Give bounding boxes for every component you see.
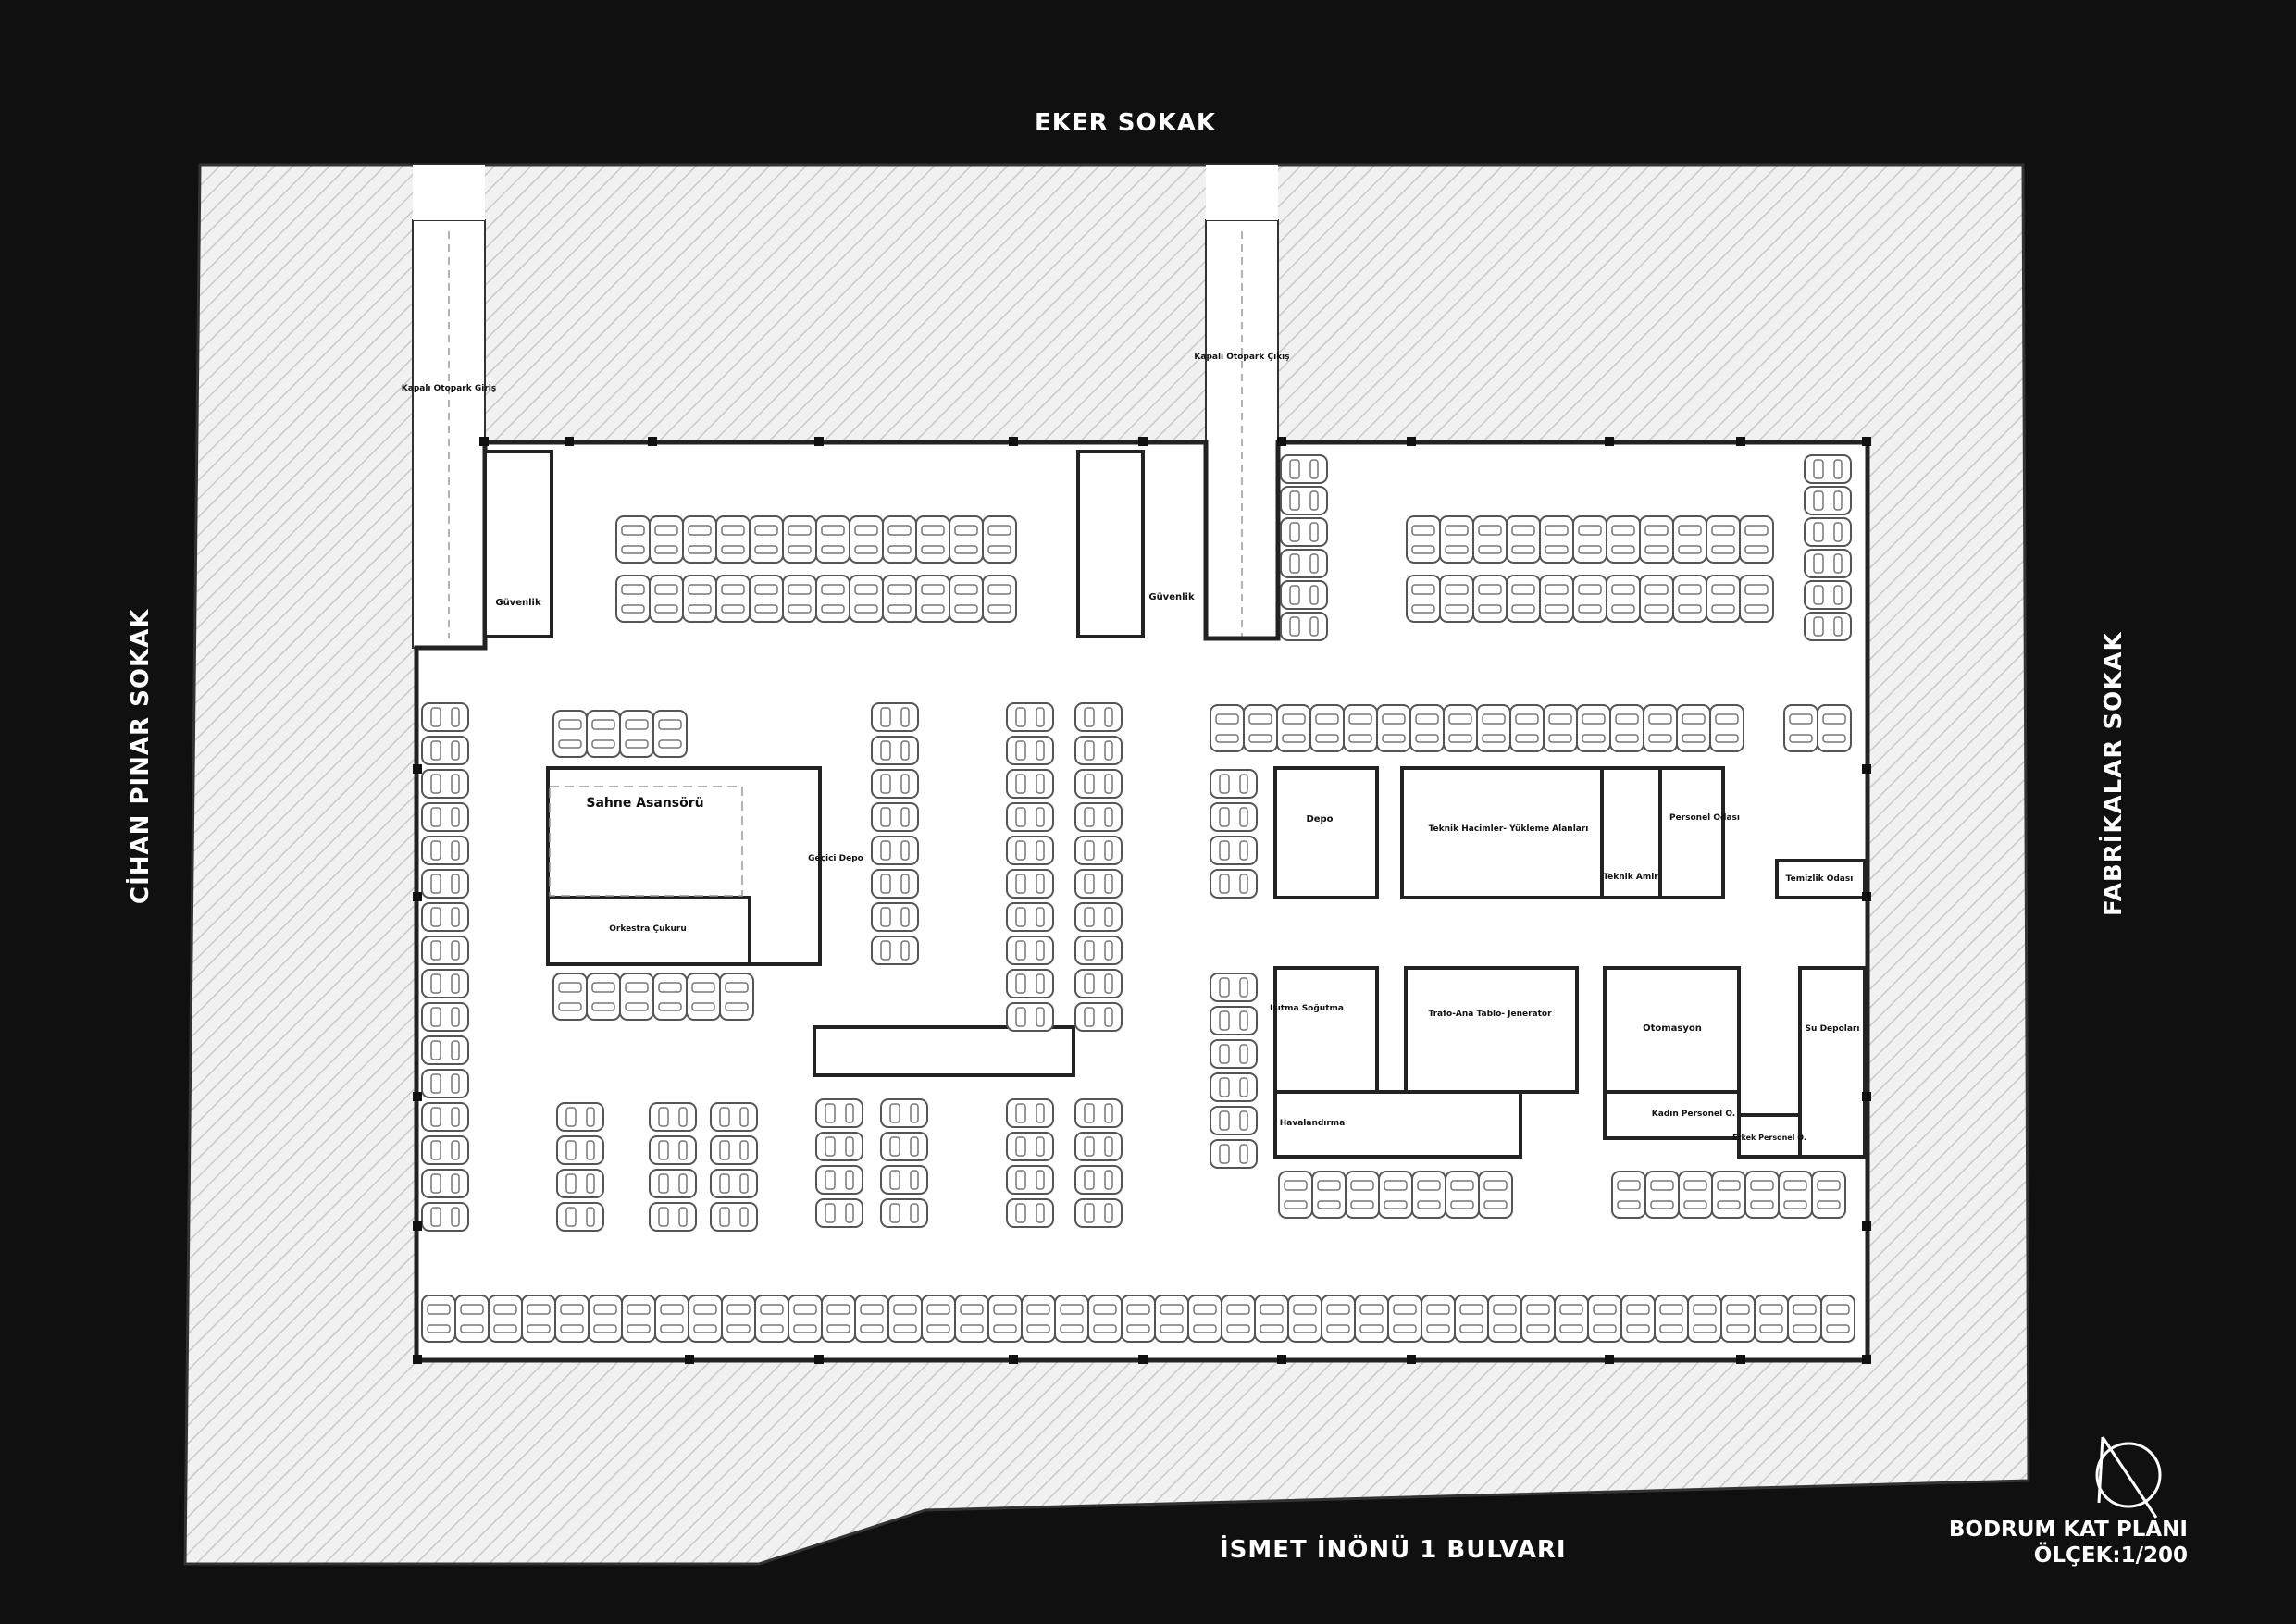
label-cleaning-room: Temizlik Odası [1786,874,1854,884]
label-male-staff: Erkek Personel O. [1732,1134,1806,1142]
north-arrow-icon [2095,1436,2162,1519]
label-technical-loading: Teknik Hacimler- Yükleme Alanları [1429,824,1589,834]
label-storage: Depo [1306,814,1333,824]
street-west: CİHAN PINAR SOKAK [127,608,155,904]
label-ventilation: Havalandırma [1280,1119,1346,1128]
plan-scale: ÖLÇEK:1/200 [2033,1543,2188,1568]
street-south: İSMET İNÖNÜ 1 BULVARI [1220,1536,1567,1564]
label-exit-ramp: Kapalı Otopark Çıkış [1194,353,1289,362]
label-security-1: Güvenlik [495,598,541,608]
label-female-staff: Kadın Personel O. [1652,1110,1735,1119]
label-staff-room: Personel Odası [1669,813,1740,823]
street-east: FABRİKALAR SOKAK [2100,631,2128,916]
entrance-ramp [412,219,486,649]
label-water-tanks: Su Depoları [1806,1024,1860,1034]
exit-ramp [1205,219,1279,649]
title-block: BODRUM KAT PLANI ÖLÇEK:1/200 [1949,1517,2188,1568]
street-north: EKER SOKAK [1035,109,1216,137]
plan-title: BODRUM KAT PLANI [1948,1518,2188,1542]
label-entrance-ramp: Kapalı Otopark Giriş [402,384,496,393]
label-heating-cooling: Isıtma Soğutma [1270,1004,1344,1013]
label-tech-chief: Teknik Amir [1603,873,1658,882]
label-stage-lift: Sahne Asansörü [586,796,703,811]
label-security-2: Güvenlik [1148,592,1195,602]
label-temp-storage: Geçici Depo [808,854,863,863]
label-orchestra-pit: Orkestra Çukuru [609,924,687,934]
label-transformer: Trafo-Ana Tablo- Jeneratör [1428,1010,1552,1019]
label-automation: Otomasyon [1643,1023,1702,1034]
